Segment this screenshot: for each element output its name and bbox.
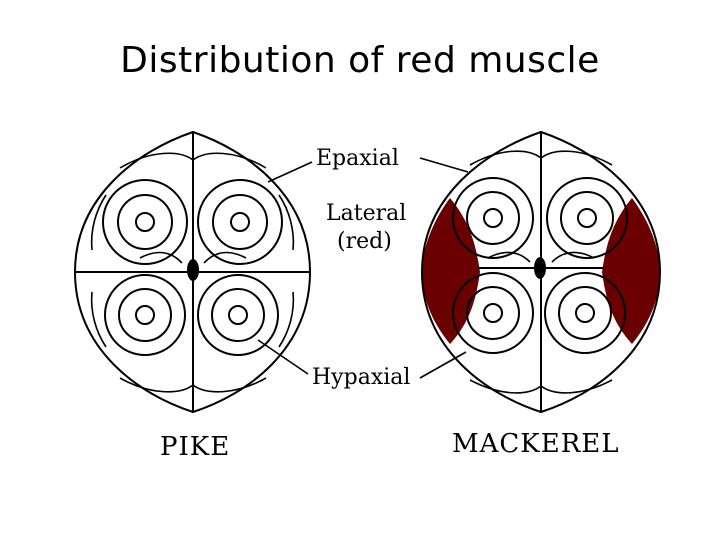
mackerel-myomere-upper-left — [452, 177, 534, 259]
mackerel-spinal-cord — [534, 257, 546, 279]
lateral-label-line2: (red) — [337, 229, 392, 254]
mackerel-label: MACKEREL — [452, 429, 620, 459]
pike-myomere-upper-right — [197, 179, 283, 265]
pike-myomere-lower-left — [104, 274, 186, 356]
mackerel-red-muscle-left — [422, 198, 480, 344]
hypaxial-leader-mackerel — [419, 351, 467, 379]
mackerel-outer-arcs — [469, 150, 613, 394]
mackerel-myomere-lower-right — [544, 272, 626, 354]
epaxial-label: Epaxial — [316, 146, 399, 171]
mackerel-red-muscle-right — [602, 198, 660, 344]
mackerel-myomere-lower-left — [452, 272, 534, 354]
hypaxial-label: Hypaxial — [312, 365, 410, 390]
pike-cross-section — [73, 130, 312, 414]
pike-outer-arcs — [90, 152, 295, 393]
epaxial-leader-pike — [267, 161, 313, 183]
lateral-label-line1: Lateral — [326, 201, 406, 226]
epaxial-leader-mackerel — [419, 157, 469, 173]
leader-lines — [257, 157, 469, 379]
page-title: Distribution of red muscle — [120, 40, 600, 81]
mackerel-cross-section — [420, 130, 662, 414]
pike-myomere-upper-left — [102, 179, 188, 265]
pike-myomere-lower-right — [197, 274, 279, 356]
hypaxial-leader-pike — [257, 339, 309, 375]
pike-spinal-cord — [187, 259, 199, 281]
mackerel-myomere-upper-right — [546, 177, 628, 259]
pike-label: PIKE — [160, 432, 230, 462]
